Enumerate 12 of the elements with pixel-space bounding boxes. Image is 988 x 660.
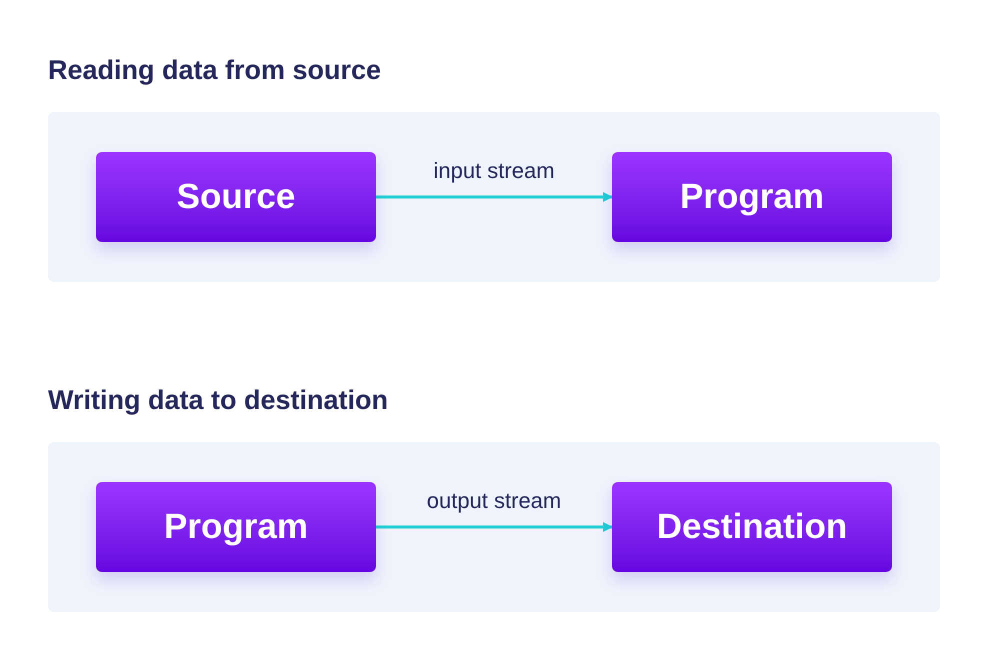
box-label: Program — [680, 177, 824, 217]
box-label: Program — [164, 507, 308, 547]
box-label: Destination — [656, 507, 848, 547]
arrow — [376, 522, 613, 532]
process-box — [612, 152, 892, 242]
section-heading: Reading data from source — [48, 54, 382, 87]
process-box — [96, 152, 376, 242]
box-label: Source — [176, 177, 296, 217]
arrow — [376, 192, 613, 202]
process-box — [96, 482, 376, 572]
process-box — [612, 482, 892, 572]
section-heading: Writing data to destination — [48, 384, 388, 417]
